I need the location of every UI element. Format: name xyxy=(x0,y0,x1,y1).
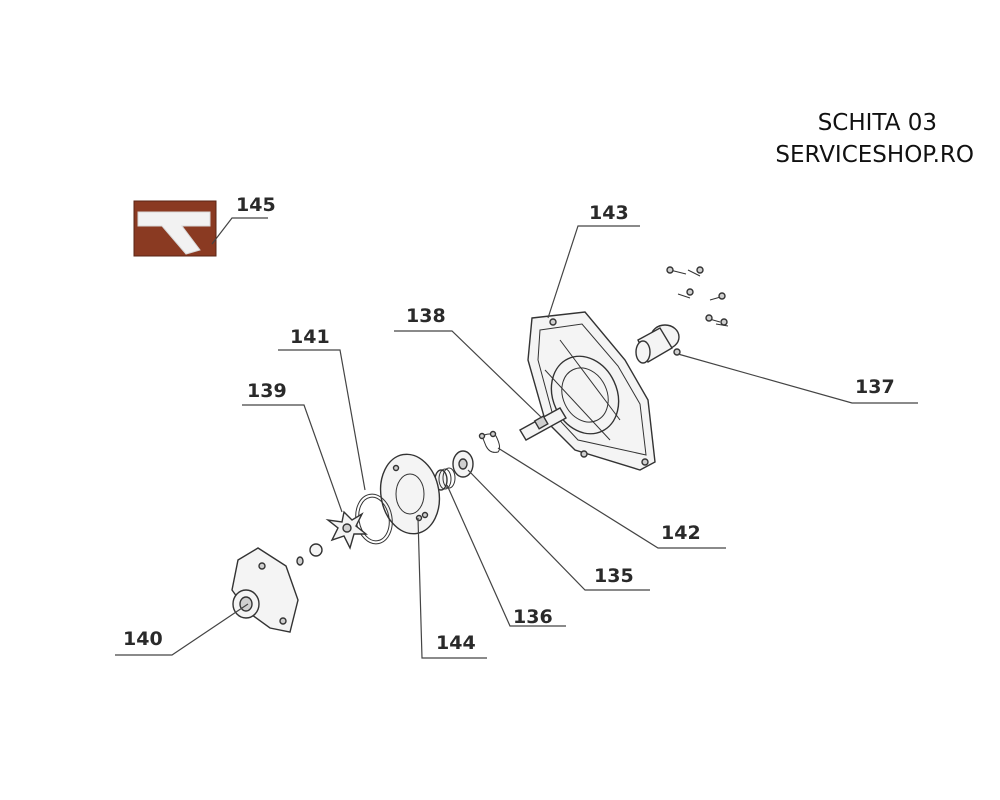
label-145: 145 xyxy=(236,194,276,216)
sheet-title: SCHITA 03 xyxy=(817,110,937,136)
part-142-clip xyxy=(478,430,501,453)
leader-lines xyxy=(115,217,918,659)
label-137: 137 xyxy=(855,376,895,398)
label-142: 142 xyxy=(661,522,701,544)
part-137-flange xyxy=(635,266,729,364)
label-138: 138 xyxy=(406,305,446,327)
label-141: 141 xyxy=(290,326,330,348)
label-143: 143 xyxy=(589,202,629,224)
label-135: 135 xyxy=(594,565,634,587)
bolts-icon xyxy=(666,266,729,327)
part-135-ring xyxy=(452,450,474,478)
part-143-housing xyxy=(527,311,656,471)
site-name: SERVICESHOP.RO xyxy=(775,142,974,168)
label-144: 144 xyxy=(436,632,476,654)
label-136: 136 xyxy=(513,606,553,628)
part-139-impeller xyxy=(325,510,368,550)
part-145-photo xyxy=(133,200,217,257)
part-144-plate xyxy=(379,453,441,535)
label-139: 139 xyxy=(247,380,287,402)
nut-icon xyxy=(296,543,323,566)
part-labels: 145 143 138 141 139 137 142 135 136 140 … xyxy=(123,194,895,654)
part-138-shaft xyxy=(519,407,567,441)
label-140: 140 xyxy=(123,628,163,650)
part-140-cover xyxy=(231,547,299,633)
